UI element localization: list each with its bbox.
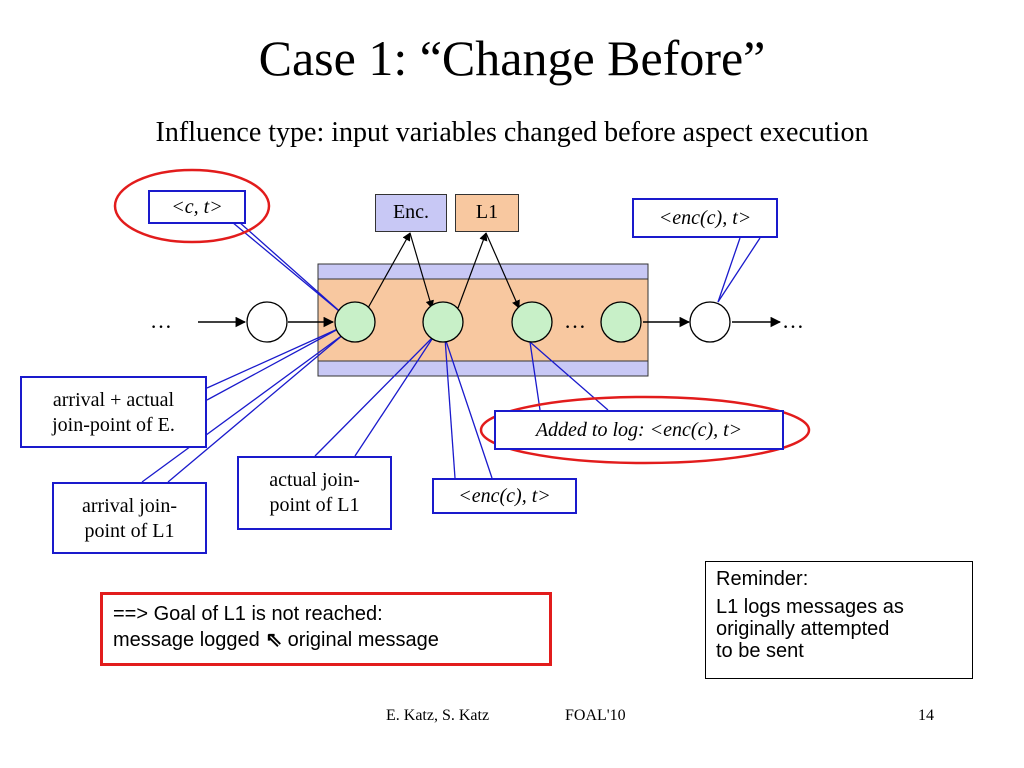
pointer-enc-bottom-1 (444, 337, 456, 479)
ellipsis-left: … (150, 308, 172, 333)
goal-line2: message logged ⇖ original message (113, 627, 539, 653)
goal-line2-suffix: original message (287, 629, 439, 651)
aspect-enc: Enc. (375, 194, 447, 232)
aspect-l1: L1 (455, 194, 519, 232)
callout-actual-join-l1: actual join- point of L1 (237, 456, 392, 530)
pointer-actual-l1-2 (354, 335, 435, 457)
reminder-line2: originally attempted (716, 618, 890, 640)
node-log (511, 301, 553, 343)
pointer-enc-top (717, 237, 741, 303)
band-top-strip (317, 263, 649, 280)
callout-actual-join-l1-line1: actual join- (269, 469, 360, 491)
pointer-added-log-1 (529, 341, 541, 411)
callout-arrival-actual-line1: arrival + actual (52, 389, 175, 411)
reminder-title: Reminder: (716, 568, 809, 590)
footer-venue: FOAL'10 (565, 707, 626, 724)
callout-actual-join-l1-line2: point of L1 (269, 494, 360, 516)
callout-enc-ct-bottom: <enc(c), t> (432, 478, 577, 514)
callout-arrival-actual-line2: join-point of E. (52, 414, 175, 436)
footer-page-number: 14 (918, 707, 934, 724)
callout-enc-ct-top: <enc(c), t> (632, 198, 778, 238)
callout-arrival-actual: arrival + actual join-point of E. (20, 376, 207, 448)
pointer-arrival-l1-2 (167, 333, 345, 483)
callout-arrival-join-l1: arrival join- point of L1 (52, 482, 207, 554)
slide-subtitle: Influence type: input variables changed … (155, 117, 869, 148)
pointer-arrival-l1-1 (141, 333, 345, 483)
pointer-enc-top-2 (717, 237, 761, 303)
highlight-ct (113, 168, 271, 244)
highlight-added-log (479, 395, 811, 465)
node-l1-join (422, 301, 464, 343)
goal-box: ==> Goal of L1 is not reached: message l… (100, 592, 552, 666)
arrow-enc-to-node (409, 232, 434, 309)
callout-ct: <c, t> (148, 190, 246, 224)
pointer-actual-l1-1 (314, 335, 435, 457)
not-equal-arrow-icon: ⇖ (265, 629, 283, 651)
callout-added-to-log: Added to log: <enc(c), t> (494, 410, 784, 450)
node-last (600, 301, 642, 343)
footer-authors: E. Katz, S. Katz (386, 707, 490, 724)
arrow-node-to-enc (367, 232, 411, 309)
goal-line2-prefix: message logged (113, 629, 260, 651)
callout-arrival-join-l1-line1: arrival join- (82, 495, 177, 517)
pointer-arrival-actual-2 (206, 327, 341, 401)
arrow-l1-to-node (485, 232, 520, 309)
node-arrival-e (334, 301, 376, 343)
ellipsis-middle: … (564, 308, 586, 333)
reminder-line3: to be sent (716, 640, 804, 662)
arrow-node-to-l1 (457, 232, 488, 309)
callout-arrival-join-l1-line2: point of L1 (84, 520, 175, 542)
band-bottom-strip (317, 360, 649, 377)
pointer-enc-bottom-2 (444, 337, 493, 479)
node-after (689, 301, 731, 343)
goal-line1: ==> Goal of L1 is not reached: (113, 603, 383, 625)
slide-title: Case 1: “Change Before” (258, 30, 766, 86)
pointer-arrival-actual-1 (206, 327, 341, 389)
node-before (246, 301, 288, 343)
ellipsis-right: … (782, 308, 804, 333)
reminder-box: Reminder: L1 logs messages as originally… (705, 561, 973, 679)
reminder-line1: L1 logs messages as (716, 596, 904, 618)
